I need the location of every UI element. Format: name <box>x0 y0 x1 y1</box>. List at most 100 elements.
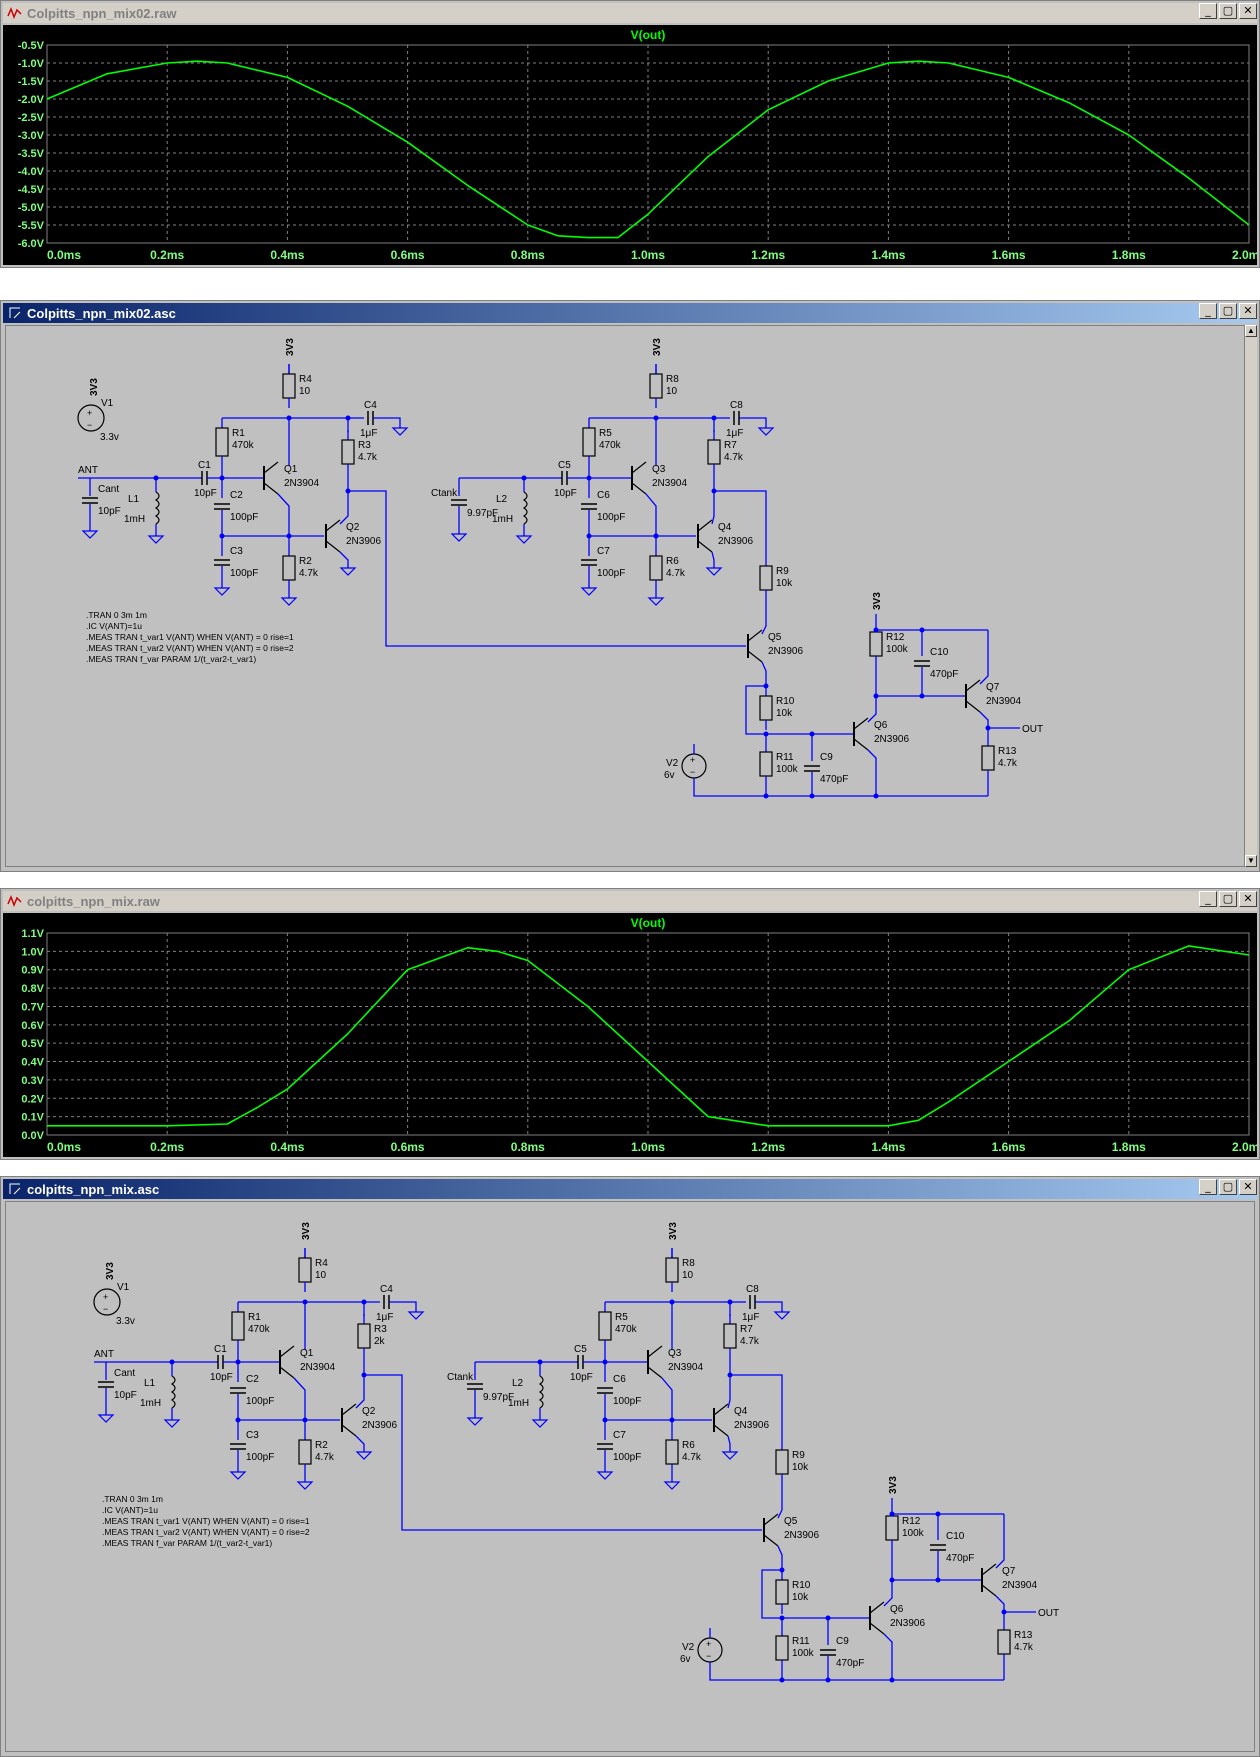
capacitor-name: C4 <box>380 1284 393 1295</box>
transistor <box>341 1403 357 1416</box>
ground-icon <box>721 1451 739 1460</box>
transistor-part: 2N3904 <box>652 478 687 489</box>
capacitor-name: C2 <box>230 490 243 501</box>
scroll-up-icon[interactable]: ▲ <box>1245 325 1257 337</box>
resistor-name: R6 <box>682 1440 695 1451</box>
close-icon[interactable]: ✕ <box>1239 303 1257 319</box>
transistor <box>263 482 279 495</box>
close-icon[interactable]: ✕ <box>1239 3 1257 19</box>
wire <box>645 493 657 536</box>
y-tick-label: -6.0V <box>18 238 45 250</box>
source-name: V1 <box>117 1282 130 1293</box>
source-value: 3.3v <box>100 432 119 443</box>
transistor <box>965 679 981 692</box>
close-icon[interactable]: ✕ <box>1239 1179 1257 1195</box>
plot-window-2-titlebar[interactable]: colpitts_npn_mix.raw <box>3 891 1257 911</box>
minimize-icon[interactable]: _ <box>1199 891 1217 907</box>
capacitor-name: C9 <box>820 752 833 763</box>
wire <box>883 1580 893 1607</box>
source-sign: − <box>690 767 695 777</box>
x-tick-label: 1.4ms <box>871 1140 905 1154</box>
wire <box>293 1377 306 1420</box>
x-tick-label: 0.6ms <box>391 1140 425 1154</box>
plot-window-1-titlebar[interactable]: Colpitts_npn_mix02.raw <box>3 3 1257 23</box>
transistor-name: Q3 <box>652 464 666 475</box>
transistor-part: 2N3906 <box>734 1420 769 1431</box>
schematic-window-1-titlebar[interactable]: Colpitts_npn_mix02.asc <box>3 303 1257 323</box>
transistor-part: 2N3904 <box>986 696 1021 707</box>
resistor-name: R3 <box>358 440 371 451</box>
schematic-drawing[interactable]: +−3V3V13.3vANTCant10pFL11mHC110pFR1470kC… <box>6 1202 1255 1752</box>
y-tick-label: -3.5V <box>18 148 45 160</box>
resistor <box>598 1311 612 1341</box>
capacitor-value: 10pF <box>570 1372 593 1383</box>
transistor <box>981 1584 997 1597</box>
ground-icon <box>466 1417 484 1426</box>
wire <box>373 417 401 428</box>
resistor <box>885 1515 899 1541</box>
transistor-part: 2N3906 <box>718 536 753 547</box>
capacitor-value: 10pF <box>194 488 217 499</box>
transistor <box>763 1513 779 1526</box>
close-icon[interactable]: ✕ <box>1239 891 1257 907</box>
capacitor-value: 470pF <box>930 669 958 680</box>
restore-icon[interactable]: ▢ <box>1219 3 1237 19</box>
ground-icon <box>280 597 298 606</box>
restore-icon[interactable]: ▢ <box>1219 1179 1237 1195</box>
y-tick-label: -1.0V <box>18 58 45 70</box>
ground-icon <box>355 1451 373 1460</box>
resistor-name: R7 <box>724 440 737 451</box>
transistor-part: 2N3906 <box>784 1530 819 1541</box>
capacitor-value: 1μF <box>726 428 743 439</box>
minimize-icon[interactable]: _ <box>1199 1179 1217 1195</box>
resistor-value: 100k <box>776 764 799 775</box>
resistor <box>759 751 773 777</box>
resistor-value: 470k <box>599 440 622 451</box>
restore-icon[interactable]: ▢ <box>1219 303 1237 319</box>
capacitor-name: C7 <box>597 546 610 557</box>
transistor <box>279 1366 295 1379</box>
capacitor-value: 100pF <box>246 1452 274 1463</box>
voltage-source <box>77 404 105 432</box>
wire <box>693 778 988 797</box>
transistor <box>697 540 713 553</box>
vertical-scrollbar[interactable]: ▲ ▼ <box>1244 325 1257 867</box>
spice-directive: .TRAN 0 3m 1m <box>102 1494 163 1504</box>
source-name: V2 <box>682 1642 695 1653</box>
transistor-part: 2N3906 <box>874 734 909 745</box>
capacitor-value: 100pF <box>597 568 625 579</box>
transistor <box>697 519 713 532</box>
minimize-icon[interactable]: _ <box>1199 3 1217 19</box>
resistor-value: 100k <box>792 1648 815 1659</box>
capacitor-name: C10 <box>946 1531 965 1542</box>
scroll-down-icon[interactable]: ▼ <box>1245 855 1257 867</box>
resistor-value: 10k <box>776 708 793 719</box>
capacitor-name: C6 <box>597 490 610 501</box>
spice-directive: .IC V(ANT)=1u <box>86 621 142 631</box>
resistor-value: 4.7k <box>1014 1642 1034 1653</box>
wire <box>730 1374 783 1440</box>
wire <box>727 1435 731 1452</box>
y-tick-label: 0.4V <box>21 1057 44 1069</box>
resistor-value: 10k <box>776 578 793 589</box>
y-tick-label: 0.1V <box>21 1112 44 1124</box>
component-name: Ctank <box>447 1372 474 1383</box>
transistor-name: Q6 <box>890 1604 904 1615</box>
restore-icon[interactable]: ▢ <box>1219 891 1237 907</box>
resistor-name: R11 <box>792 1636 810 1647</box>
schematic-window-2-titlebar[interactable]: colpitts_npn_mix.asc <box>3 1179 1257 1199</box>
schematic-drawing[interactable]: +−3V3V13.3vANTCant10pFL11mHC110pFR1470kC… <box>6 326 1245 867</box>
transistor-name: Q3 <box>668 1348 682 1359</box>
resistor-value: 10 <box>315 1270 327 1281</box>
minimize-icon[interactable]: _ <box>1199 303 1217 319</box>
